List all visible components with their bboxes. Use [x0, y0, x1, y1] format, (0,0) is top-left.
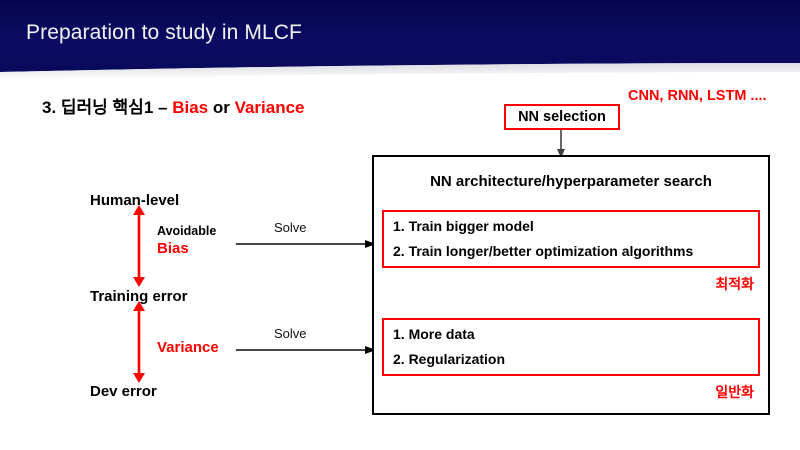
optimization-step-1: 1. Train bigger model — [393, 218, 534, 234]
avoidable-caption: Avoidable — [157, 224, 217, 238]
nn-selection-connector-arrow — [552, 130, 570, 158]
bias-gap-double-arrow — [129, 205, 149, 287]
generalization-step-2: 2. Regularization — [393, 351, 506, 367]
subtitle-variance-term: Variance — [234, 98, 305, 117]
level-label-training-error: Training error — [90, 288, 188, 305]
solve-arrow-variance: Solve — [236, 326, 376, 358]
subtitle-conjunction: or — [208, 98, 235, 117]
solve-arrow-variance-glyph — [236, 343, 376, 361]
bias-label: Bias — [157, 240, 189, 257]
level-label-dev-error: Dev error — [90, 383, 157, 400]
generalization-actions-box: 1. More data 2. Regularization — [382, 318, 760, 376]
subtitle-bias-term: Bias — [172, 98, 209, 117]
variance-gap-double-arrow — [129, 301, 149, 383]
solve-arrow-bias-glyph — [236, 237, 376, 255]
cnn-rnn-lstm-note: CNN, RNN, LSTM .... — [628, 88, 767, 104]
optimization-step-2: 2. Train longer/better optimization algo… — [393, 243, 694, 259]
generalization-step-1: 1. More data — [393, 326, 475, 342]
nn-search-panel-title: NN architecture/hyperparameter search — [430, 173, 712, 190]
slide-header-banner — [0, 0, 800, 80]
solve-label-variance: Solve — [274, 326, 307, 341]
optimization-tag: 최적화 — [715, 276, 754, 292]
nn-selection-box[interactable]: NN selection — [504, 104, 620, 130]
optimization-actions-box: 1. Train bigger model 2. Train longer/be… — [382, 210, 760, 268]
nn-selection-label: NN selection — [518, 109, 606, 125]
subtitle-prefix: 3. 딥러닝 핵심1 – — [42, 98, 173, 117]
level-label-human-level: Human-level — [90, 192, 180, 209]
variance-label: Variance — [157, 339, 219, 356]
slide-subtitle: 3. 딥러닝 핵심1 – Bias or Variance — [42, 93, 305, 118]
solve-arrow-bias: Solve — [236, 220, 376, 252]
generalization-tag: 일반화 — [715, 384, 754, 400]
nn-search-panel: NN architecture/hyperparameter search 1.… — [372, 155, 770, 415]
solve-label-bias: Solve — [274, 220, 307, 235]
page-title: Preparation to study in MLCF — [26, 21, 302, 44]
